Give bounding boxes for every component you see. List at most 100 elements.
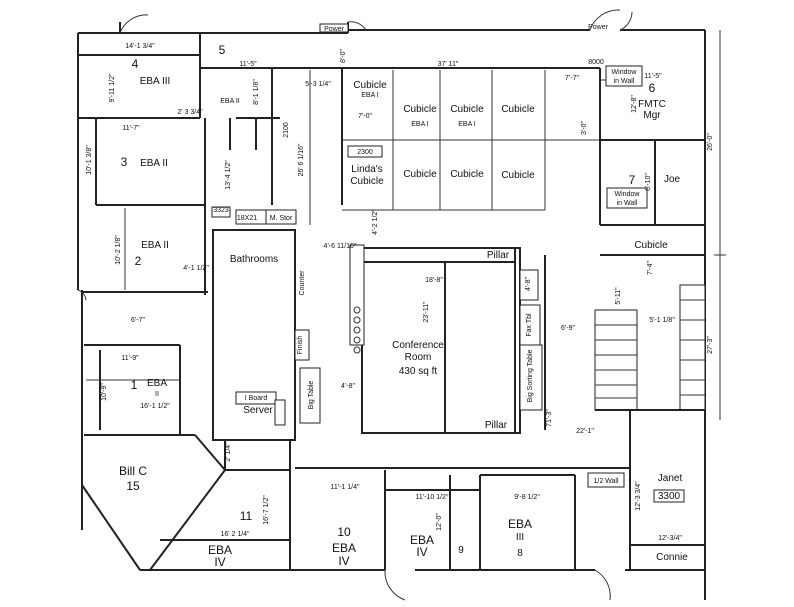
dim-8000: 8000: [588, 59, 604, 66]
power-left-label: Power: [324, 26, 345, 33]
dim-13-4: 13'-4 1/2": [225, 160, 232, 190]
joe-label: Joe: [664, 174, 681, 185]
door-swings: [77, 9, 633, 601]
window-top-box: [605, 65, 643, 87]
finish-label: Finish: [297, 336, 304, 355]
room-11-number: 11: [240, 509, 253, 523]
dim-right-v: 26'-0": [707, 133, 714, 151]
power-left-box: [319, 23, 349, 33]
room-8-name: EBA: [508, 517, 532, 531]
dim-r1-v: 10'-9": [101, 383, 108, 401]
dim-mid-v: 26' 6 1/16": [298, 143, 305, 177]
counter-label: Counter: [299, 270, 306, 296]
dim-2100: 2100: [283, 122, 290, 138]
cubicle-a-eba: EBA I: [361, 92, 379, 99]
room-1-name2: II: [155, 391, 159, 398]
dim-r3-v: 10'-1 3/8": [86, 145, 93, 175]
conference-area: 430 sq ft: [399, 366, 438, 377]
room-3-number: 3: [121, 155, 128, 169]
janet-extension: 3300: [658, 491, 681, 502]
room-labels: 5 4 EBA III 3 EBA II 2 EBA II 1 EBA II 6…: [119, 43, 688, 569]
dim-cub-v: 7'-0": [358, 113, 372, 120]
cubicle-a: Cubicle: [353, 80, 387, 91]
dim-11-10: 11'-10 1/2": [416, 494, 449, 501]
room-3-name: EBA II: [140, 158, 168, 169]
dim-12-3: 12'-3 3/4": [635, 481, 642, 511]
dim-6-10: 6'-10": [645, 173, 652, 191]
iboard-label: I Board: [245, 395, 268, 402]
cubicle-b-eba: EBA I: [411, 121, 429, 128]
dim-5-11: 5'-11": [615, 287, 622, 305]
window-mid-label2: in Wall: [617, 200, 638, 207]
room-1-number: 1: [131, 378, 138, 392]
conference-label2: Room: [405, 352, 432, 363]
left-offices-walls: [78, 33, 360, 436]
lindas-ext-box: [347, 145, 383, 158]
sorting-table-label: Big Sorting Table: [527, 349, 534, 402]
room-9-name2: IV: [416, 545, 427, 559]
dim-7-4: 7'-4": [647, 261, 654, 275]
dim-r6-v: 12'-8": [631, 95, 638, 113]
connie-label: Connie: [656, 552, 688, 563]
cubicle-e: Cubicle: [403, 169, 437, 180]
m-stor-label: M. Stor: [270, 215, 293, 222]
pillar-bottom-label: Pillar: [485, 420, 508, 431]
room-8-number: 8: [517, 548, 523, 559]
bill-c-number: 15: [126, 479, 140, 493]
dim-r3: 11'-7": [122, 125, 140, 132]
dim-2-1-4: 2' 1/4": [225, 442, 232, 462]
dim-11-1-4: 11'-1 1/4": [331, 484, 361, 491]
cubicle-labels: Cubicle EBA I Cubicle EBA I Cubicle EBA …: [347, 80, 668, 251]
dim-11-16: 4'-6 11/16": [324, 243, 357, 250]
server-label: Server: [243, 405, 273, 416]
dim-r6: 11'-5": [644, 73, 662, 80]
lindas-name: Linda's: [351, 164, 382, 175]
half-wall-label: 1/2 Wall: [593, 478, 618, 485]
room-8-name2: III: [516, 532, 524, 543]
room-11-name: EBA: [208, 543, 232, 557]
dim-71: 71'-3": [546, 409, 553, 427]
bill-c-label: Bill C: [119, 464, 147, 478]
dim-top-right: 7'-7": [565, 75, 579, 82]
room-5-number: 5: [219, 43, 226, 57]
room-6-name2: Mgr: [643, 110, 661, 121]
room-1-name: EBA: [147, 378, 167, 389]
dim-16-2: 16' 2 1/4": [220, 531, 250, 538]
dim-r5-b: 5'-3 1/4": [305, 81, 331, 88]
room-2-name: EBA II: [141, 240, 169, 251]
lower-offices-walls: [149, 410, 705, 571]
window-mid-label: Window: [615, 191, 641, 198]
dim-4-8: 4'-8": [525, 277, 532, 291]
cubicle-right: Cubicle: [634, 240, 668, 251]
dim-3323: 3323: [213, 207, 229, 214]
dim-5-1: 5'-1 1/8": [649, 317, 675, 324]
dim-9-8: 9'-8 1/2": [514, 494, 540, 501]
dim-12-0: 12'-0": [436, 513, 443, 531]
room-9-number: 9: [458, 545, 464, 556]
window-top-label2: in Wall: [614, 78, 635, 85]
room-4-number: 4: [132, 57, 139, 71]
pillar-top-label: Pillar: [487, 250, 510, 261]
dim-r5-v: 8'-1 1/8": [253, 79, 260, 105]
dim-r1: 11'-9": [121, 355, 139, 362]
dim-r4-side: 9'-11 1/2": [109, 73, 116, 103]
room-4-name: EBA III: [140, 76, 171, 87]
room-9-name: EBA: [410, 533, 434, 547]
dim-4-2: 4'-2 1/2": [372, 209, 379, 235]
core-walls: [211, 206, 321, 570]
room-10-name2: IV: [338, 554, 349, 568]
dimension-guides: [86, 30, 726, 420]
room-10-name: EBA: [332, 541, 356, 555]
dim-r1-b: 16'-1 1/2": [140, 403, 170, 410]
dim-r2-v: 10'-2 1/8": [115, 235, 122, 265]
cubicle-walls: [341, 67, 705, 256]
dimension-labels: 14'-1 3/4" 9'-11 1/2" 11'-5" 5'-3 1/4" 8…: [86, 43, 714, 542]
room-10-number: 10: [337, 525, 351, 539]
dim-r5: 11'-5": [239, 61, 257, 68]
room-11-name2: IV: [214, 555, 225, 569]
cubicle-f: Cubicle: [450, 169, 484, 180]
big-table-label: Big Table: [308, 381, 315, 410]
dim-4-8b: 4'-8": [341, 383, 355, 390]
bathrooms-label: Bathrooms: [230, 254, 278, 265]
